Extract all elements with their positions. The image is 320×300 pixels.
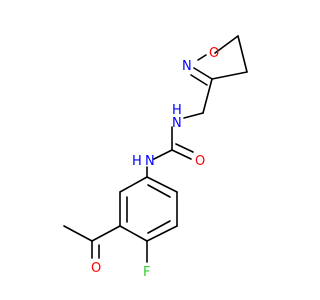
bond-ar-c6-c1 xyxy=(146,176,178,193)
structure-diagram: O N N H O N H F O xyxy=(63,35,248,280)
bond-n2-o1 xyxy=(197,54,207,61)
fluorine-label: F xyxy=(143,265,150,280)
bond-o1-c5 xyxy=(214,35,239,54)
bond-curea-n xyxy=(153,149,173,160)
bond-curea-o-double xyxy=(175,143,194,153)
bond-c4-c3 xyxy=(211,71,248,80)
bond-c5-c4 xyxy=(237,35,248,73)
bond-ar-c4-c5 xyxy=(146,225,178,242)
amide-nitrogen-top-label: N xyxy=(172,116,182,131)
amide-hydrogen-top-label: H xyxy=(172,103,182,118)
bond-curea-o xyxy=(171,149,192,160)
bond-c3-n2 xyxy=(193,67,213,80)
amide-nitrogen-bottom-label: N xyxy=(145,154,155,169)
ring-oxygen-label: O xyxy=(209,46,219,61)
urea-oxygen-label: O xyxy=(195,154,205,169)
bond-c3-n2-double xyxy=(190,74,208,86)
molecule-canvas: O N N H O N H F O xyxy=(63,35,248,280)
bond-ar-c3-c4 xyxy=(119,225,148,242)
amide-hydrogen-bottom-label: H xyxy=(132,154,142,169)
bond-ar-c6-c1-double xyxy=(147,184,171,198)
bond-c3-ch2 xyxy=(202,78,213,114)
bond-ar-c1-c2 xyxy=(119,176,148,193)
ring-nitrogen-label: N xyxy=(182,59,192,74)
bond-ar-acetyl xyxy=(91,225,121,242)
bond-acetyl-methyl xyxy=(63,225,93,242)
bond-ch2-n xyxy=(183,112,204,119)
acetyl-oxygen-label: O xyxy=(91,261,101,276)
bond-ar-c4-c5-double xyxy=(147,220,171,234)
